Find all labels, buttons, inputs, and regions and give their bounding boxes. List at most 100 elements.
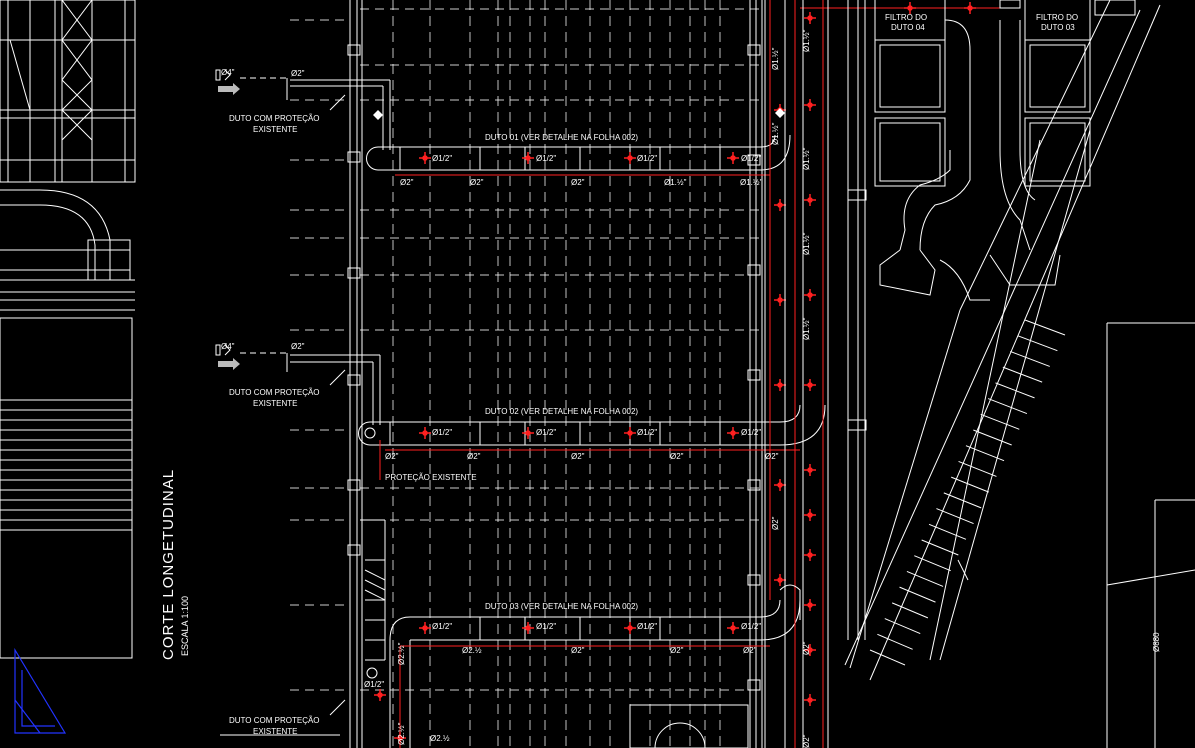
- existing-note-1: EXISTENTE: [253, 125, 298, 134]
- conveyor-rib: [921, 539, 959, 556]
- dim-label: Ø2": [670, 452, 684, 461]
- duct-01-label: DUTO 01 (VER DETALHE NA FOLHA 002): [485, 133, 639, 142]
- dim-label: Ø1/2": [536, 154, 557, 163]
- flow-marker: [774, 199, 786, 211]
- dashed-vertical-lines: [392, 0, 721, 748]
- conveyor-rib: [965, 445, 1005, 462]
- section-scale: ESCALA 1:100: [180, 595, 190, 656]
- dim-label: Ø1.½": [664, 178, 687, 187]
- flow-marker: [964, 2, 976, 14]
- left-equipment-structure: [0, 0, 136, 659]
- flow-marker: [804, 289, 816, 301]
- dim-label: Ø2": [571, 452, 585, 461]
- flow-marker: [522, 427, 534, 439]
- ucs-icon: [14, 647, 67, 734]
- conveyor-rib: [980, 413, 1020, 430]
- flow-marker: [727, 152, 739, 164]
- flow-marker: [804, 599, 816, 611]
- dim-label: Ø2": [291, 342, 305, 351]
- conveyor-rib: [928, 523, 967, 540]
- conveyor-rib: [1002, 366, 1043, 383]
- flow-marker: [804, 509, 816, 521]
- red-flow-markers: [374, 2, 976, 744]
- flow-marker: [774, 294, 786, 306]
- flow-marker: [774, 479, 786, 491]
- conveyor-rib: [951, 476, 989, 493]
- section-title: CORTE LONGETUDINAL: [160, 468, 177, 660]
- dim-label: Ø2": [743, 646, 757, 655]
- filter-duct-03-label-1: FILTRO DO: [1036, 13, 1079, 22]
- existing-note-2: EXISTENTE: [253, 399, 298, 408]
- dim-label-vertical: Ø2.½": [397, 722, 406, 745]
- flow-marker: [804, 644, 816, 656]
- right-building: [1106, 322, 1195, 748]
- dim-label: Ø2": [670, 646, 684, 655]
- flow-marker: [727, 622, 739, 634]
- dim-label: Ø1/2": [536, 622, 557, 631]
- flow-marker: [374, 689, 386, 701]
- flow-marker: [804, 694, 816, 706]
- vertical-riser: [764, 0, 867, 748]
- conveyor-rib: [995, 382, 1035, 399]
- flow-marker: [774, 574, 786, 586]
- flow-marker: [804, 12, 816, 24]
- flow-marker: [804, 379, 816, 391]
- conveyor-rib: [1010, 350, 1050, 367]
- dim-label: Ø1/2": [432, 428, 453, 437]
- dim-label: Ø1/2": [364, 680, 385, 689]
- dim-label-vertical: Ø1.½": [802, 232, 811, 255]
- flow-marker: [804, 194, 816, 206]
- dim-label: Ø2": [765, 452, 779, 461]
- valve-symbols: [373, 108, 785, 120]
- dim-label-vertical: Ø2": [802, 734, 811, 748]
- conveyor-rib: [891, 602, 929, 619]
- dim-label: Ø1/2": [637, 428, 658, 437]
- existing-protection-note-3: DUTO COM PROTEÇÃO: [229, 716, 320, 725]
- inclined-conveyor: [844, 0, 1161, 681]
- bottom-details: [220, 427, 749, 748]
- duct-03-label: DUTO 03 (VER DETALHE NA FOLHA 002): [485, 602, 639, 611]
- dim-label: Ø1.½": [740, 178, 763, 187]
- conveyor-rib: [869, 649, 906, 666]
- filter-duct-03-label-2: DUTO 03: [1041, 23, 1075, 32]
- dim-label: Ø1/2": [432, 154, 453, 163]
- dim-label: Ø2": [400, 178, 414, 187]
- flow-marker: [522, 622, 534, 634]
- dim-label: Ø2.½: [430, 734, 450, 743]
- conveyor-rib: [943, 492, 982, 509]
- dim-label: Ø2": [571, 646, 585, 655]
- flow-arrows: [218, 83, 240, 370]
- flow-marker: [419, 427, 431, 439]
- conveyor-rib: [1017, 335, 1058, 352]
- dim-label: Ø2": [467, 452, 481, 461]
- flow-marker: [804, 99, 816, 111]
- conveyor-rib: [877, 633, 913, 650]
- conveyor-rib: [914, 555, 951, 572]
- dim-label-vertical: Ø2.½": [397, 642, 406, 665]
- flow-marker: [624, 622, 636, 634]
- dim-label: Ø2": [385, 452, 399, 461]
- dim-label-vertical: Ø1.½": [771, 47, 780, 70]
- flow-marker: [904, 2, 916, 14]
- dim-label: Ø1/2": [741, 154, 762, 163]
- conveyor-rib: [1024, 319, 1066, 336]
- dim-label: Ø1/2": [432, 622, 453, 631]
- elevation-label: Ø880: [1152, 632, 1161, 652]
- existing-note-3: EXISTENTE: [253, 727, 298, 736]
- conveyor-rib: [958, 460, 997, 477]
- dim-label: Ø1/2": [741, 428, 762, 437]
- dim-label: Ø2": [470, 178, 484, 187]
- filter-units: [874, 0, 1136, 301]
- conveyor-ribs: [869, 319, 1066, 666]
- flow-marker: [727, 427, 739, 439]
- dim-label-vertical: Ø1.½": [802, 29, 811, 52]
- dim-label-vertical: Ø1.½": [771, 122, 780, 145]
- flow-marker: [804, 549, 816, 561]
- dim-label: Ø1/2": [536, 428, 557, 437]
- conveyor-rib: [906, 570, 944, 587]
- dim-label-vertical: Ø2": [771, 516, 780, 530]
- conveyor-rib: [884, 618, 921, 635]
- dim-label: Ø4": [221, 68, 235, 77]
- existing-protection-note-1: DUTO COM PROTEÇÃO: [229, 114, 320, 123]
- dashed-grid-lines: [290, 8, 760, 691]
